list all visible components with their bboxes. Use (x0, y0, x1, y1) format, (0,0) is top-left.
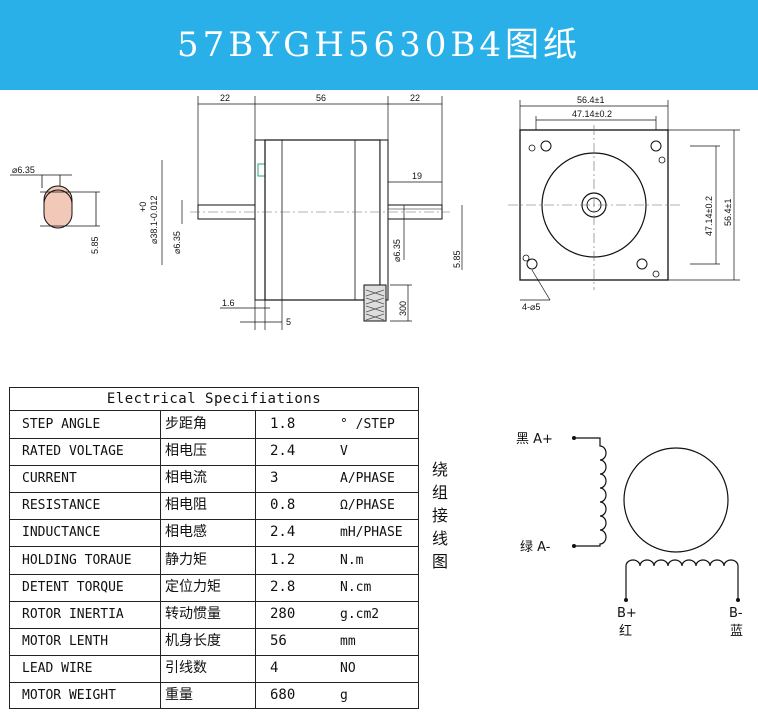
spec-name-cn: 机身长度 (160, 627, 260, 655)
spec-unit: g (340, 688, 348, 703)
spec-value: 4 (255, 654, 340, 682)
section-flat-depth-label: 5.85 (90, 236, 100, 254)
dim-hole-height: 47.14±0.2 (704, 196, 714, 236)
spec-name-en: DETENT TORQUE (22, 579, 124, 595)
dim-outer-width: 56.4±1 (577, 95, 604, 105)
spec-unit: mm (340, 633, 356, 649)
b-minus-color-label: 蓝 (730, 624, 744, 639)
spec-name-en: ROTOR INERTIA (22, 606, 124, 622)
spec-unit: V (340, 444, 348, 460)
wiring-label-char: 线 (431, 529, 448, 548)
spec-value: 1.2 (255, 546, 340, 574)
a-minus-label: 绿 A- (520, 540, 551, 555)
page-title: 57BYGH5630B4图纸 (176, 25, 582, 65)
a-plus-label: 黑 A+ (516, 432, 553, 447)
spec-unit: ° /STEP (340, 417, 395, 432)
section-diameter-label: ⌀6.35 (12, 165, 35, 175)
title-banner (0, 0, 758, 90)
spec-name-cn: 相电感 (160, 519, 260, 547)
dim-right-shaft: 22 (410, 93, 420, 103)
wiring-label-char: 接 (431, 506, 448, 525)
b-minus-label: B- (729, 606, 743, 621)
spec-name-en: LEAD WIRE (22, 660, 93, 676)
spec-value: 280 (255, 600, 340, 628)
dim-flat-depth: 5.85 (452, 250, 462, 268)
spec-value: 3 (255, 465, 340, 493)
dim-right-shaft-diameter: ⌀6.35 (392, 239, 402, 262)
spec-name-cn: 转动惯量 (160, 600, 260, 628)
spec-value: 2.4 (255, 519, 340, 547)
dim-hole-width: 47.14±0.2 (572, 109, 612, 119)
spec-name-en: MOTOR WEIGHT (22, 688, 116, 703)
spec-name-cn: 引线数 (160, 654, 260, 682)
dim-flat-length: 19 (412, 171, 422, 181)
spec-value: 56 (255, 627, 340, 655)
spec-name-cn: 相电阻 (160, 492, 260, 520)
dim-lead-length: 300 (398, 301, 408, 316)
spec-name-en: MOTOR LENTH (22, 633, 109, 649)
spec-name-cn: 相电压 (160, 438, 260, 466)
dim-boss-tolerance: +0 (138, 202, 148, 212)
wiring-diagram-label: 绕组接线图 (429, 458, 451, 573)
spec-name-en: HOLDING TORAUE (22, 552, 132, 568)
spec-unit: A/PHASE (340, 471, 395, 487)
spec-value: 2.8 (255, 573, 340, 601)
spec-unit: NO (340, 660, 356, 676)
spec-name-en: RESISTANCE (22, 498, 101, 514)
wiring-label-char: 绕 (431, 460, 448, 479)
wiring-label-char: 组 (431, 483, 448, 502)
b-plus-color-label: 红 (619, 624, 633, 639)
dim-mount-holes: 4-⌀5 (522, 302, 540, 312)
side-view: 22 56 22 19 ⌀38.1-0.012 +0 ⌀6.35 ⌀6.35 5… (138, 93, 463, 330)
dim-left-shaft: 22 (220, 93, 230, 103)
spec-name-cn: 重量 (160, 682, 260, 709)
spec-value: 0.8 (255, 492, 340, 520)
spec-name-en: CURRENT (22, 471, 77, 487)
spec-table-header: Electrical Specifiations (10, 388, 418, 411)
spec-unit: N.m (340, 552, 364, 568)
dim-body-length: 56 (316, 93, 326, 103)
wiring-label-char: 图 (431, 552, 448, 571)
dim-flange-thickness: 1.6 (222, 298, 235, 308)
spec-name-cn: 步距角 (160, 411, 260, 438)
spec-name-en: INDUCTANCE (22, 525, 101, 541)
spec-value: 680 (255, 682, 340, 709)
dim-outer-height: 56.4±1 (723, 199, 733, 226)
shaft-cross-section: ⌀6.35 5.85 (10, 165, 100, 254)
spec-value: 2.4 (255, 438, 340, 466)
spec-unit: N.cm (340, 579, 372, 595)
spec-name-cn: 定位力矩 (160, 573, 260, 601)
dim-boss-diameter: ⌀38.1-0.012 (149, 196, 159, 244)
spec-name-cn: 静力矩 (160, 546, 260, 574)
spec-unit: g.cm2 (340, 606, 380, 622)
spec-name-en: RATED VOLTAGE (22, 444, 124, 460)
wiring-diagram (572, 436, 740, 602)
dim-left-shaft-diameter: ⌀6.35 (172, 231, 182, 254)
spec-unit: mH/PHASE (340, 525, 403, 541)
front-view: 56.4±1 47.14±0.2 47.14±0.2 56.4±1 4-⌀5 (508, 95, 740, 312)
spec-unit: Ω/PHASE (340, 498, 395, 514)
spec-name-cn: 相电流 (160, 465, 260, 493)
dim-lip-width: 5 (286, 317, 291, 327)
spec-value: 1.8 (255, 411, 340, 438)
b-plus-label: B+ (617, 606, 637, 621)
spec-name-en: STEP ANGLE (22, 417, 101, 432)
